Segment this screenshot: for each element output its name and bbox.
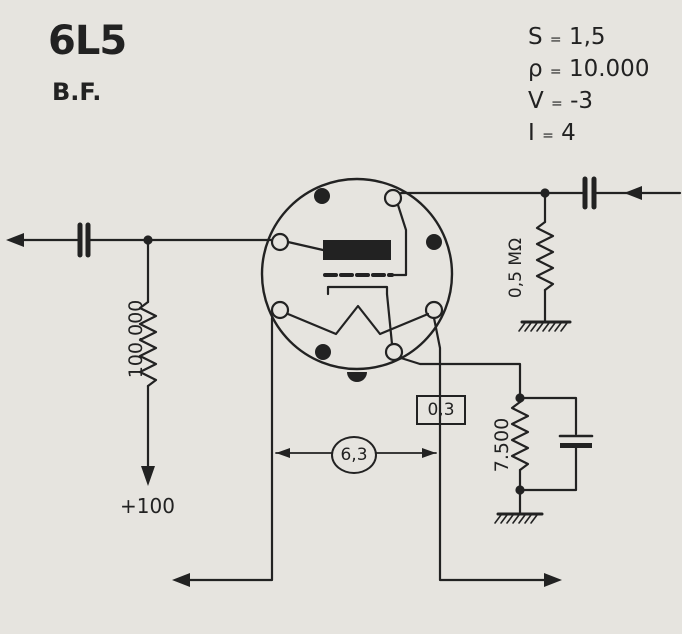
param-i: I = 4 bbox=[528, 120, 576, 146]
internal-cathode-lead bbox=[385, 292, 394, 346]
pin-nc-1 bbox=[314, 188, 330, 204]
grid-resistor-zigzag bbox=[535, 220, 555, 292]
param-rho: ρ = 10.000 bbox=[528, 56, 649, 82]
plate-resistor-zigzag bbox=[138, 300, 158, 388]
pin-plate bbox=[270, 232, 290, 252]
tube-envelope bbox=[260, 177, 454, 371]
supply-arrow bbox=[141, 466, 155, 486]
bypass-wire-top bbox=[518, 396, 578, 436]
filament-arrow-left bbox=[172, 573, 190, 587]
param-value: -3 bbox=[570, 88, 594, 114]
supply-voltage-label: +100 bbox=[120, 494, 175, 518]
pin-cathode bbox=[384, 342, 404, 362]
tube-type-label: 6L5 bbox=[48, 18, 127, 64]
param-symbol: I bbox=[528, 120, 535, 146]
tube-function-label: B.F. bbox=[52, 78, 102, 106]
grid-resistor-label: 0,5 MΩ bbox=[506, 237, 526, 299]
param-value: 1,5 bbox=[568, 24, 606, 50]
output-arrow-left bbox=[6, 233, 24, 247]
param-symbol: ρ bbox=[528, 56, 543, 82]
dim-arrow-right bbox=[422, 448, 436, 458]
cathode-resistor-label: 7.500 bbox=[491, 417, 513, 473]
param-v: V = -3 bbox=[528, 88, 593, 114]
pin-nc-3 bbox=[315, 344, 331, 360]
cathode-electrode bbox=[326, 285, 389, 296]
internal-grid-lead bbox=[390, 203, 408, 277]
filament-lead-left bbox=[180, 316, 274, 582]
anode-electrode bbox=[323, 240, 391, 260]
pin-nc-2 bbox=[426, 234, 442, 250]
param-separator: = bbox=[542, 128, 554, 144]
param-symbol: S bbox=[528, 24, 543, 50]
filament-voltage-label: 6,3 bbox=[331, 436, 377, 474]
filament-element bbox=[286, 304, 430, 336]
ground-grid-hatch bbox=[518, 322, 568, 332]
filament-arrow-right bbox=[544, 573, 562, 587]
pin-filament-right bbox=[424, 300, 444, 320]
filament-lead-right bbox=[432, 316, 552, 582]
plate-resistor-label: 100.000 bbox=[125, 299, 147, 379]
bypass-wire-bottom bbox=[518, 446, 578, 492]
cathode-resistor-zigzag bbox=[510, 400, 530, 472]
internal-plate-lead bbox=[286, 240, 325, 252]
param-value: 4 bbox=[561, 120, 576, 146]
param-symbol: V bbox=[528, 88, 544, 114]
bypass-capacitor-plate-b bbox=[560, 443, 592, 448]
ground-cathode-hatch bbox=[494, 514, 538, 524]
tube-key bbox=[347, 372, 367, 382]
param-value: 10.000 bbox=[568, 56, 650, 82]
param-s: S = 1,5 bbox=[528, 24, 606, 50]
input-arrow bbox=[624, 186, 642, 200]
filament-current-label: 0,3 bbox=[416, 395, 466, 425]
pin-grid bbox=[383, 188, 403, 208]
pin-filament-left bbox=[270, 300, 290, 320]
cathode-wire bbox=[399, 356, 522, 404]
param-separator: = bbox=[551, 96, 563, 112]
param-separator: = bbox=[549, 64, 562, 80]
param-separator: = bbox=[549, 32, 562, 48]
dim-arrow-left bbox=[276, 448, 290, 458]
